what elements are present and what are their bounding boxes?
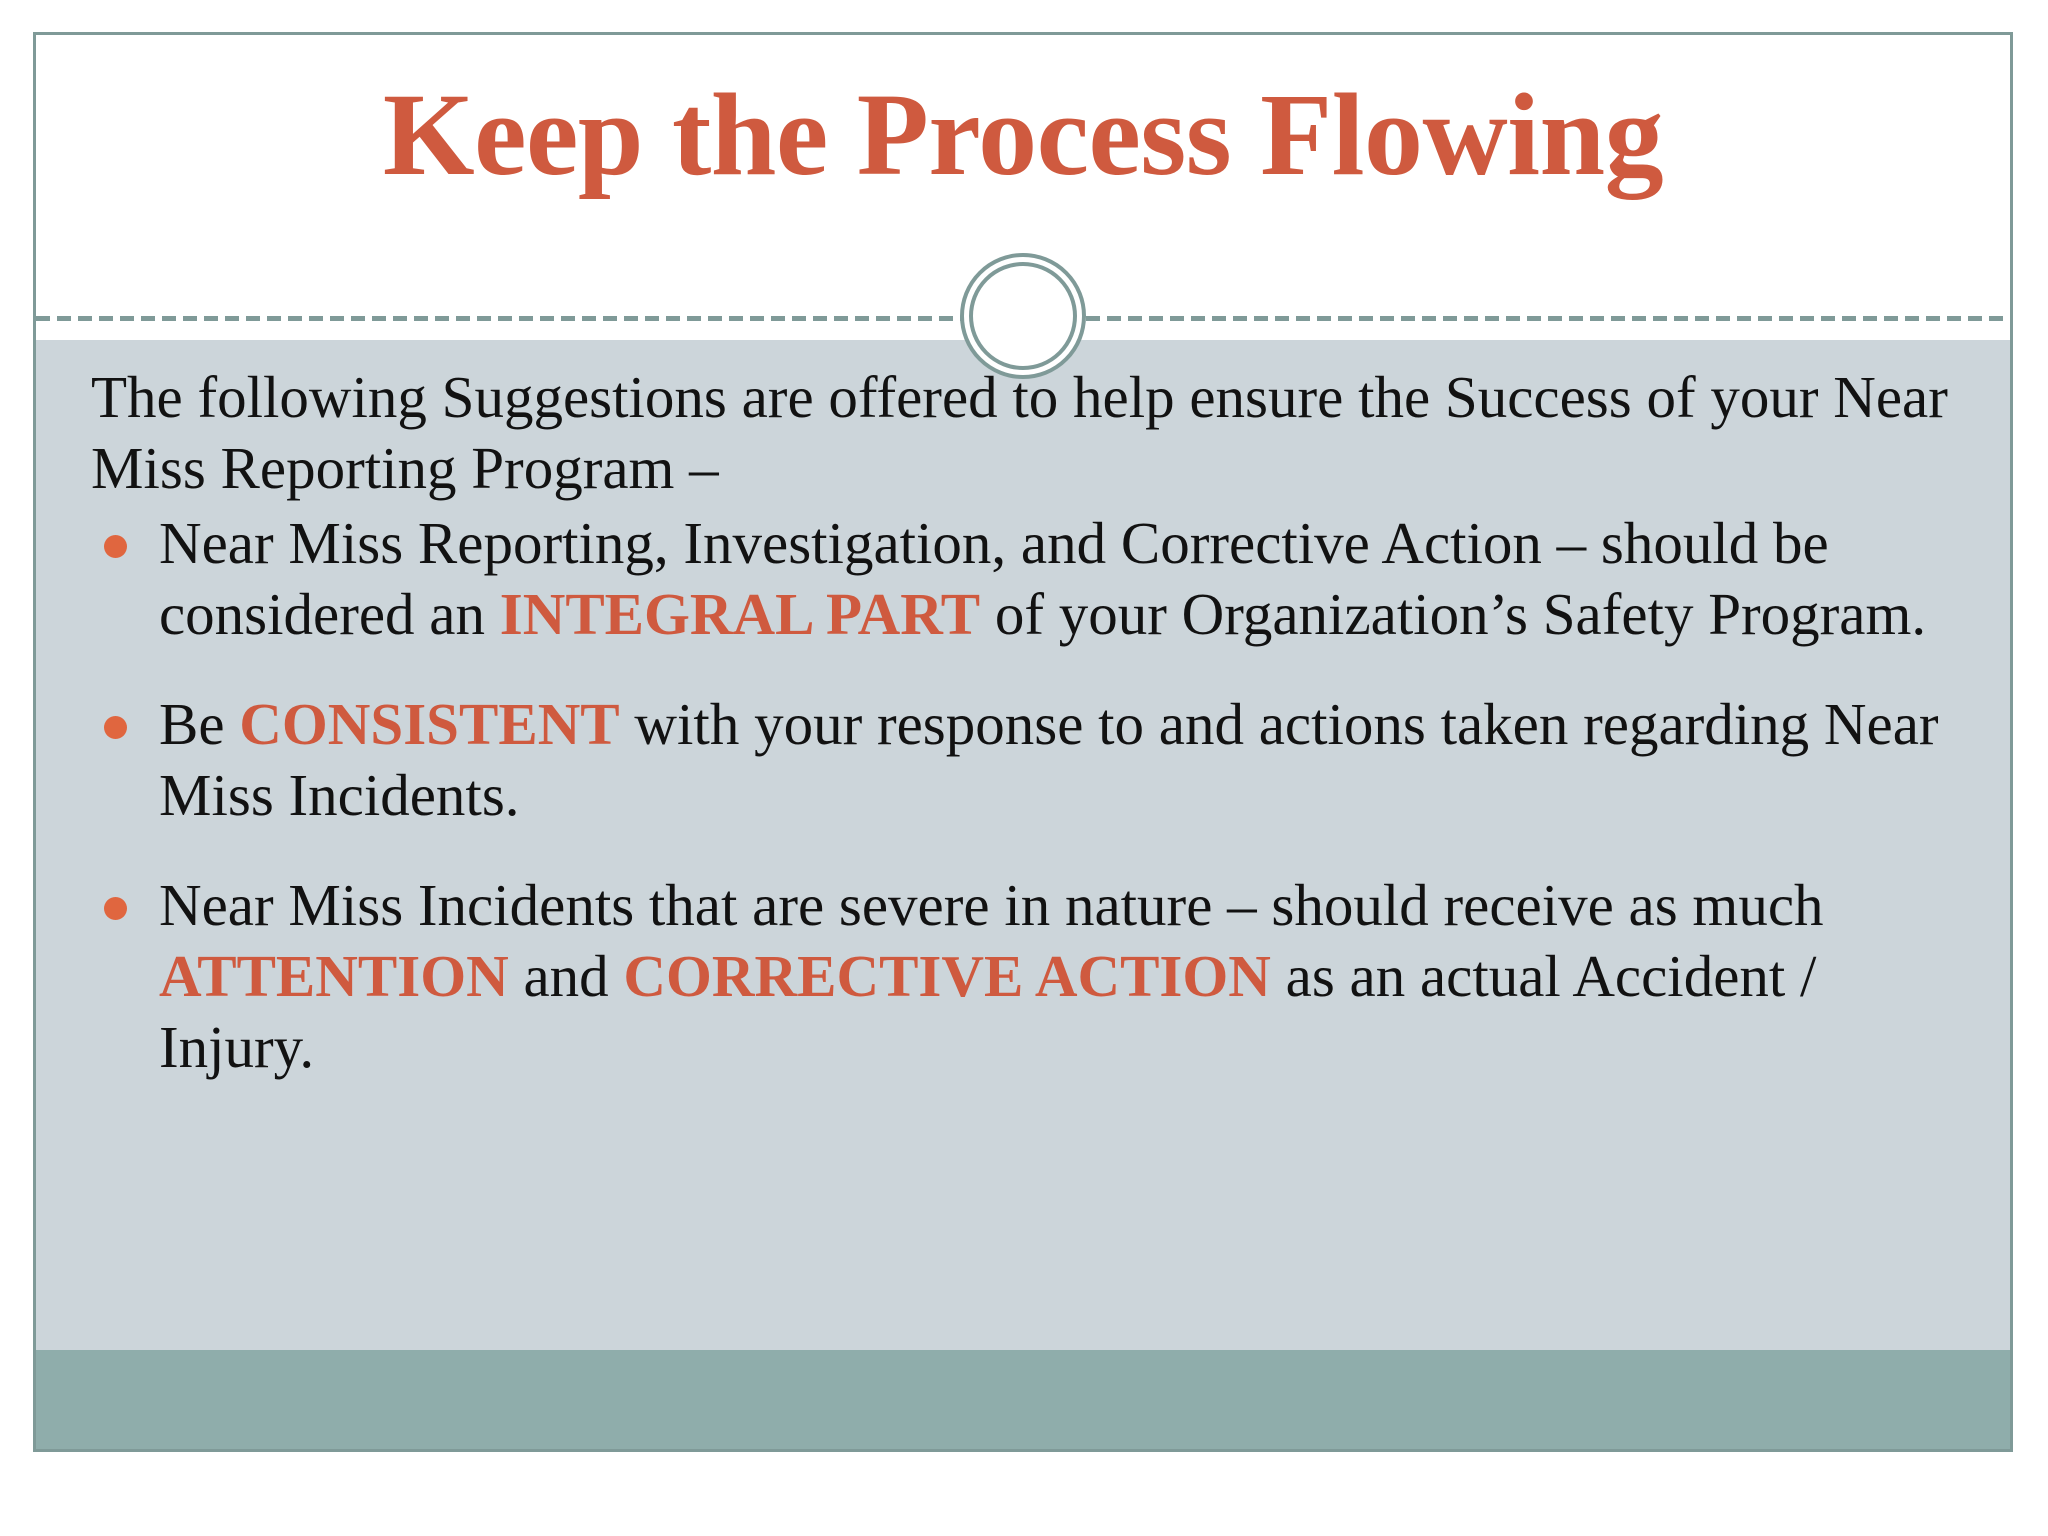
list-item: Near Miss Incidents that are severe in n… — [91, 870, 1981, 1084]
list-item: Near Miss Reporting, Investigation, and … — [91, 508, 1981, 651]
bullet-dot-icon — [104, 715, 127, 739]
plain-text: Be — [159, 690, 240, 757]
plain-text: and — [508, 942, 624, 1009]
emphasized-text: INTEGRAL PART — [499, 581, 981, 648]
ring-inner-circle — [969, 262, 1077, 370]
bullet-dot-icon — [104, 535, 127, 558]
slide: Keep the Process Flowing The following S… — [33, 32, 2013, 1452]
emphasized-text: CORRECTIVE ACTION — [623, 942, 1271, 1009]
ring-ornament-icon — [960, 253, 1086, 379]
emphasized-text: ATTENTION — [159, 942, 509, 1009]
list-item-text: Near Miss Incidents that are severe in n… — [159, 872, 1824, 1081]
list-item-text: Be CONSISTENT with your response to and … — [159, 691, 1939, 828]
plain-text: Near Miss Incidents that are severe in n… — [159, 871, 1824, 938]
page-title: Keep the Process Flowing — [382, 69, 1664, 200]
list-item-text: Near Miss Reporting, Investigation, and … — [159, 510, 1926, 647]
bullet-list: Near Miss Reporting, Investigation, and … — [91, 508, 1981, 1084]
plain-text: as an actual Accident / Injury. — [159, 942, 1817, 1081]
list-item: Be CONSISTENT with your response to and … — [91, 689, 1981, 832]
plain-text: with your response to and actions taken … — [159, 690, 1939, 829]
content-band: The following Suggestions are offered to… — [36, 340, 2010, 1350]
emphasized-text: CONSISTENT — [239, 690, 620, 757]
plain-text: Near Miss Reporting, Investigation, and … — [159, 510, 1829, 648]
intro-paragraph: The following Suggestions are offered to… — [91, 364, 1948, 501]
footer-accent-bar — [36, 1350, 2010, 1449]
bullet-dot-icon — [104, 896, 127, 920]
plain-text: of your Organization’s Safety Program. — [980, 581, 1927, 648]
